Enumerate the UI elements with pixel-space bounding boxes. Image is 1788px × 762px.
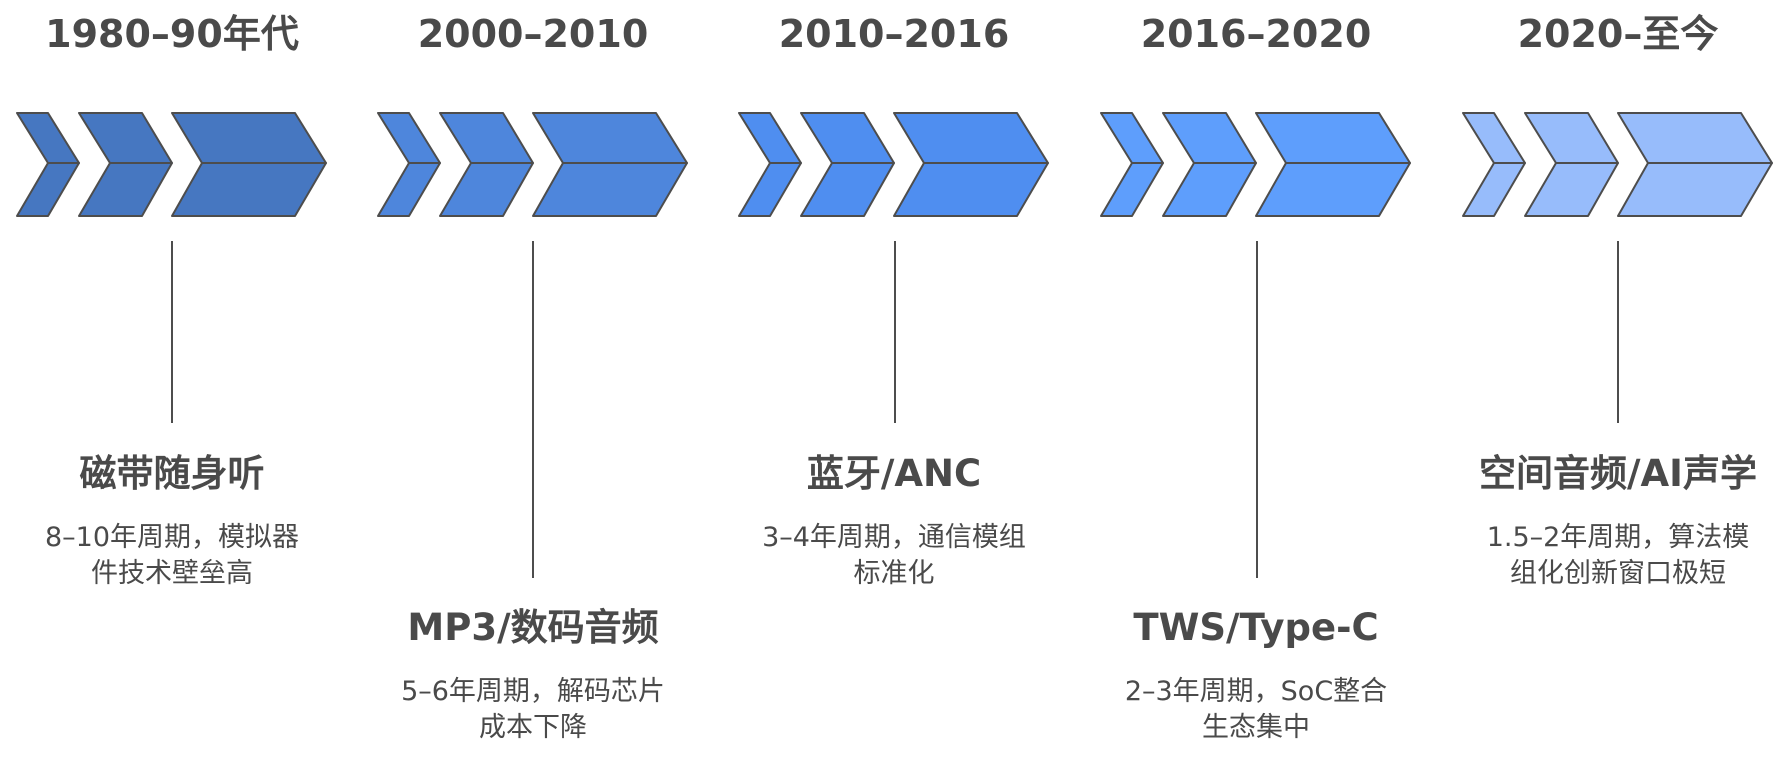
era-period-header: 2016–2020 [1140,12,1372,56]
era-description: 1.5–2年周期，算法模组化创新窗口极短 [1486,522,1750,589]
era-period-header: 2010–2016 [778,12,1010,56]
era-title: MP3/数码音频 [407,606,659,649]
era-period-header: 2020–至今 [1517,12,1719,56]
era-1980s: 1980–90年代 磁带随身听 8–10年周期，模拟器件技术壁垒高 [0,0,352,762]
era-title: 蓝牙/ANC [806,452,982,495]
era-2016-2020: 2016–2020 TWS/Type-C 2–3年周期，SoC整合生态集中 [1076,0,1436,762]
era-description: 3–4年周期，通信模组标准化 [762,522,1026,589]
chevron-arrows-icon [353,110,713,220]
chevron-arrows-icon [1438,110,1788,220]
connector-line [1256,241,1258,578]
connector-line [1617,241,1619,423]
era-info: 空间音频/AI声学 1.5–2年周期，算法模组化创新窗口极短 [1438,450,1788,592]
era-title: TWS/Type-C [1133,606,1379,649]
connector-line [532,241,534,578]
era-info: 蓝牙/ANC 3–4年周期，通信模组标准化 [714,450,1074,592]
era-description: 2–3年周期，SoC整合生态集中 [1124,676,1388,743]
era-description: 5–6年周期，解码芯片成本下降 [401,676,665,743]
era-period-header: 1980–90年代 [45,12,299,56]
era-title: 磁带随身听 [79,452,265,495]
era-info: TWS/Type-C 2–3年周期，SoC整合生态集中 [1076,604,1436,746]
era-2000s: 2000–2010 MP3/数码音频 5–6年周期，解码芯片成本下降 [353,0,713,762]
chevron-arrows-icon [1076,110,1436,220]
chevron-arrows-icon [714,110,1074,220]
era-2010s: 2010–2016 蓝牙/ANC 3–4年周期，通信模组标准化 [714,0,1074,762]
chevron-arrows-icon [0,110,352,220]
era-title: 空间音频/AI声学 [1479,452,1757,495]
era-period-header: 2000–2010 [417,12,649,56]
era-description: 8–10年周期，模拟器件技术壁垒高 [44,522,300,589]
era-2020-present: 2020–至今 空间音频/AI声学 1.5–2年周期，算法模组化创新窗口极短 [1438,0,1788,762]
connector-line [171,241,173,423]
era-info: MP3/数码音频 5–6年周期，解码芯片成本下降 [353,604,713,746]
era-info: 磁带随身听 8–10年周期，模拟器件技术壁垒高 [0,450,352,592]
connector-line [894,241,896,423]
